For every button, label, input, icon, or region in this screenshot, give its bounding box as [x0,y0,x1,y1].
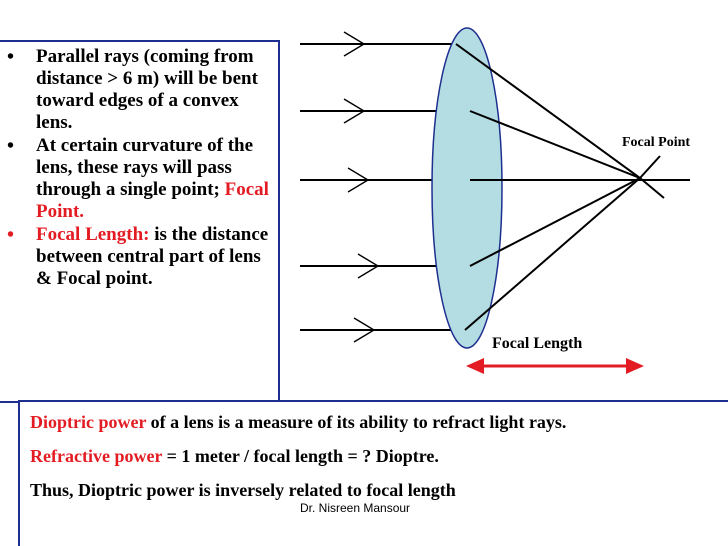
bullet-curvature: • At certain curvature of the lens, thes… [0,135,278,223]
arrowhead-left-icon [466,358,484,374]
ray-extension-up [639,155,661,179]
refractive-power-term: Refractive power [30,446,163,466]
bullets-panel: • Parallel rays (coming from distance > … [0,40,280,403]
author-credit: Dr. Nisreen Mansour [300,501,411,515]
arrowhead-icon [347,167,370,193]
refracted-rays [455,43,690,331]
ray-extension-down [639,177,665,199]
bullet-list: • Parallel rays (coming from distance > … [0,42,278,290]
bullet-focal-length-text: is the distance between central part of … [36,224,269,289]
definitions-panel: Dioptric power of a lens is a measure of… [18,400,728,546]
dioptric-power-term: Dioptric power [30,412,147,432]
bullet-dot: • [7,224,15,246]
focal-point-term: Focal Point. [36,179,269,222]
dioptric-power-text: of a lens is a measure of its ability to… [146,412,567,432]
conclusion-text: Thus, Dioptric power is inversely relate… [30,480,456,500]
bullet-dot: • [7,46,15,68]
convex-lens-diagram: Focal Point Focal Length [300,27,690,374]
focal-point-label: Focal Point [622,135,690,150]
arrowhead-icon [343,31,366,57]
bullet-curvature-text: At certain curvature of the lens, these … [36,135,254,200]
bullet-parallel-rays-text: Parallel rays (coming from distance > 6 … [36,46,258,133]
refractive-power-formula: Refractive power = 1 meter / focal lengt… [30,442,716,470]
bullet-parallel-rays: • Parallel rays (coming from distance > … [0,46,278,134]
focal-length-label: Focal Length [492,335,582,352]
refractive-power-text: = 1 meter / focal length = ? Dioptre. [162,446,439,466]
arrowhead-right-icon [626,358,644,374]
bullet-dot: • [7,135,15,157]
focal-length-double-arrow [466,358,644,374]
focal-length-term: Focal Length: [36,224,150,245]
refracted-ray-1 [455,43,641,179]
refracted-ray-4 [469,177,641,267]
refracted-ray-2 [469,110,641,179]
arrowhead-icon [343,98,366,124]
ray-arrowheads [343,31,380,343]
refracted-ray-5 [464,177,641,331]
bullet-focal-length: • Focal Length: is the distance between … [0,224,278,290]
arrowhead-icon [353,317,376,343]
convex-lens [431,27,503,349]
dioptric-power-definition: Dioptric power of a lens is a measure of… [30,408,716,436]
arrowhead-icon [357,253,380,279]
